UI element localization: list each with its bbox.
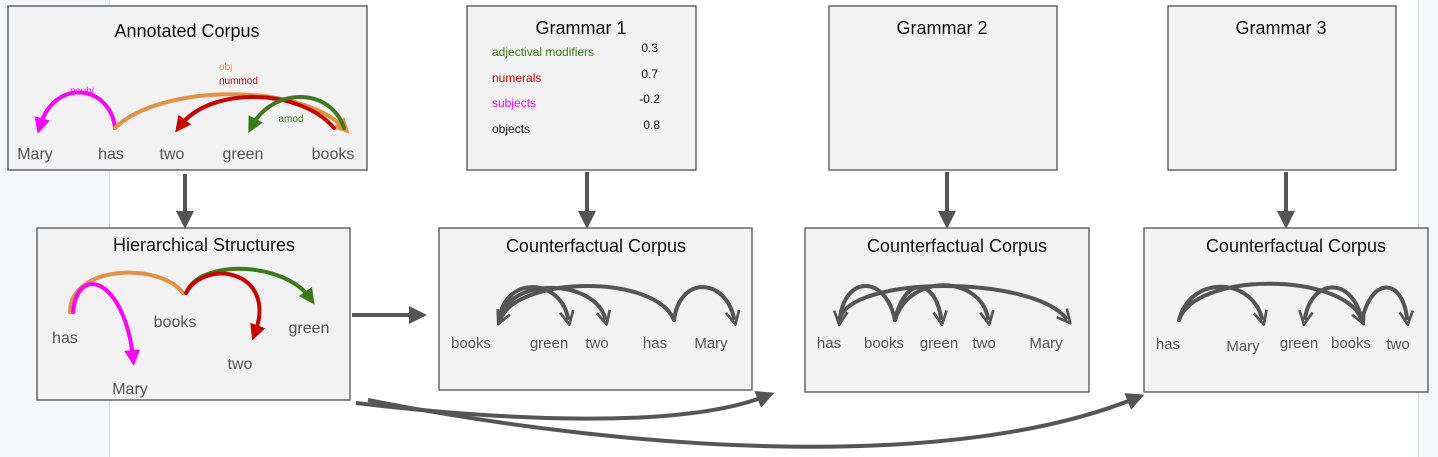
annotated-word: two	[160, 146, 185, 163]
annotated-word: Mary	[17, 146, 53, 163]
counter2-word: two	[972, 335, 995, 352]
counter3-arc	[1360, 285, 1407, 321]
counterfactual-corpus-2-title: Counterfactual Corpus	[867, 236, 1047, 256]
grammar-2-frame	[828, 5, 1058, 171]
counter3-word: books	[1331, 335, 1371, 352]
counterfactual-corpus-2-frame	[804, 227, 1090, 393]
grammar-1-label-obj: objects	[492, 122, 530, 136]
counter3-arc	[1177, 284, 1262, 320]
counterfactual-corpus-3-box: Counterfactual Corpus has Mary green boo…	[1143, 227, 1429, 393]
counter1-arc	[672, 285, 734, 320]
counter3-word: green	[1280, 335, 1318, 352]
counter1-arc	[501, 284, 676, 320]
counter1-word: books	[451, 335, 491, 352]
grammar-1-value-amod: 0.3	[641, 41, 658, 55]
grammar-2-box: Grammar 2	[828, 5, 1058, 171]
obj-arc	[113, 92, 350, 134]
counterfactual-corpus-1-box: Counterfactual Corpus books green two ha…	[438, 227, 753, 391]
counter2-word: books	[864, 335, 904, 352]
grammar-1-value-nummod: 0.7	[641, 67, 658, 81]
hierarchical-structures-frame	[36, 227, 351, 401]
hierarchical-word: green	[289, 320, 330, 337]
grammar-1-label-amod: adjectival modifiers	[492, 45, 594, 59]
counterfactual-corpus-3-frame	[1143, 227, 1429, 393]
counter3-arc	[1177, 281, 1361, 320]
has-books-edge	[68, 270, 185, 314]
grammar-3-box: Grammar 3	[1167, 5, 1397, 171]
grammar-1-value-nsubj: -0.2	[639, 92, 660, 106]
annotated-word: has	[98, 146, 124, 163]
annotated-corpus-frame	[7, 5, 368, 171]
annotated-corpus-box: Annotated Corpus nsubj obj nummod amod M…	[7, 5, 368, 171]
counter2-word: has	[817, 335, 841, 352]
hierarchical-word: two	[228, 356, 253, 373]
counter3-word: Mary	[1226, 338, 1260, 355]
annotated-corpus-title: Annotated Corpus	[114, 21, 259, 41]
counter1-word: has	[643, 335, 667, 352]
counterfactual-corpus-3-title: Counterfactual Corpus	[1206, 236, 1386, 256]
amod-arc	[248, 95, 346, 134]
nsubj-label: nsubj	[70, 86, 94, 97]
annotated-word: green	[223, 146, 264, 163]
grammar-3-title: Grammar 3	[1235, 18, 1326, 38]
nummod-label: nummod	[219, 76, 258, 87]
grammar-2-title: Grammar 2	[896, 18, 987, 38]
counter2-word: Mary	[1029, 335, 1063, 352]
grammar-3-frame	[1167, 5, 1397, 171]
hierarchical-structures-title: Hierarchical Structures	[113, 235, 295, 255]
grammar-1-label-nsubj: subjects	[492, 96, 536, 110]
counter3-word: two	[1386, 336, 1409, 353]
has-mary-edge	[71, 282, 141, 366]
annotated-word: books	[312, 146, 355, 163]
counterfactual-corpus-2-box: Counterfactual Corpus has books green tw…	[804, 227, 1090, 393]
nummod-arc	[175, 95, 336, 133]
grammar-1-value-obj: 0.8	[643, 118, 660, 132]
counter1-word: two	[585, 335, 608, 352]
grammar-1-title: Grammar 1	[535, 18, 626, 38]
arrow-hierarchical-to-counter3	[367, 393, 1145, 449]
counter2-word: green	[920, 335, 958, 352]
grammar-1-label-nummod: numerals	[492, 71, 541, 85]
counterfactual-corpus-1-title: Counterfactual Corpus	[506, 236, 686, 256]
hierarchical-word: books	[154, 314, 197, 331]
hierarchical-structures-box: Hierarchical Structures has books green …	[36, 227, 351, 401]
amod-label: amod	[278, 114, 303, 125]
books-two-edge	[184, 271, 266, 341]
hierarchical-word: Mary	[112, 381, 148, 398]
counter2-arc	[893, 283, 988, 320]
hierarchical-word: has	[52, 330, 78, 347]
counter1-word: green	[530, 335, 568, 352]
nsubj-arc	[34, 90, 117, 134]
counter3-word: has	[1156, 336, 1180, 353]
grammar-1-frame	[466, 5, 697, 171]
grammar-1-box: Grammar 1 adjectival modifiers 0.3 numer…	[466, 5, 697, 171]
obj-label: obj	[219, 62, 232, 73]
counter2-arc	[840, 284, 897, 320]
counter1-word: Mary	[694, 335, 728, 352]
counter3-arc	[1305, 285, 1364, 321]
